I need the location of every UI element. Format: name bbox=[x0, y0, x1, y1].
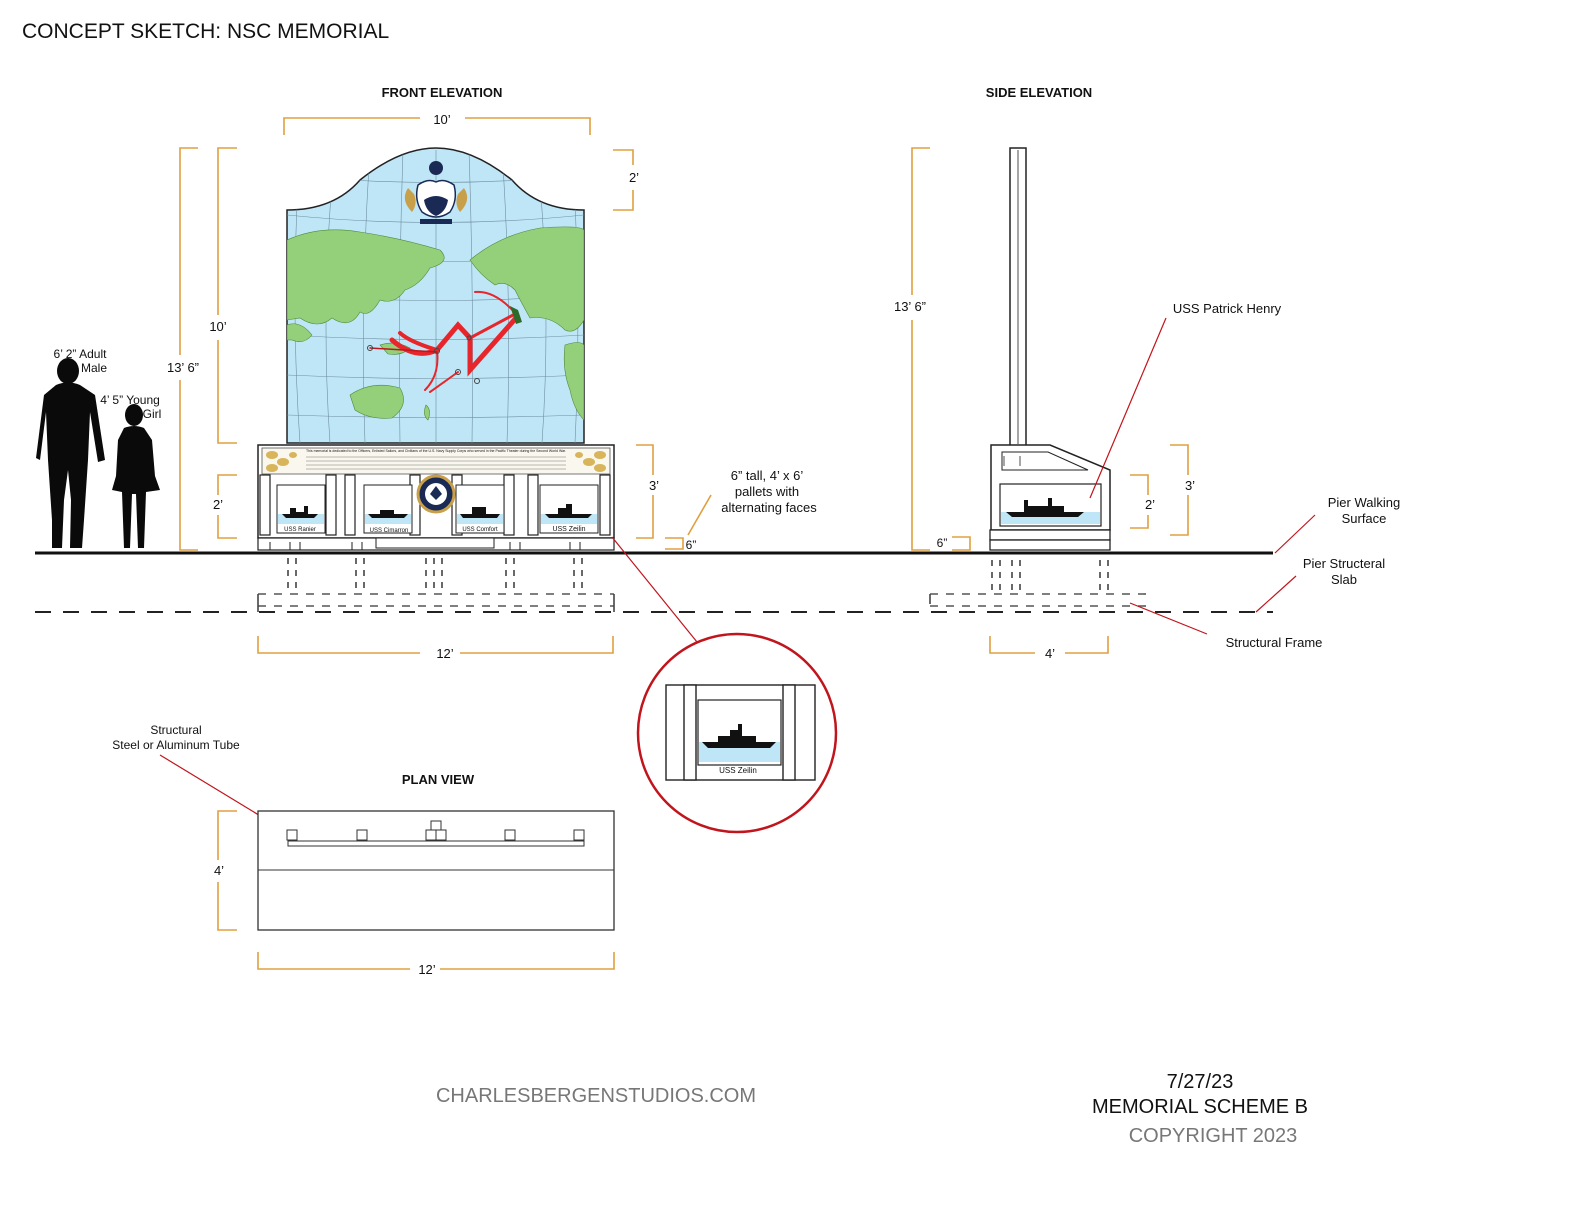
front-base-3-label: 3’ bbox=[649, 478, 659, 493]
girl-silhouette bbox=[112, 404, 160, 548]
pier-slab-leader bbox=[1255, 575, 1297, 613]
ship-panel-comfort: USS Comfort bbox=[455, 484, 505, 534]
front-structural-frame bbox=[257, 558, 615, 612]
plan-width-label: 12’ bbox=[418, 962, 435, 977]
front-height-total-label: 13’ 6” bbox=[167, 360, 199, 375]
front-elevation-heading: FRONT ELEVATION bbox=[382, 85, 503, 100]
side-height-label: 13’ 6” bbox=[894, 299, 926, 314]
gold-ornament-left-icon bbox=[266, 451, 297, 472]
pier-surface-line2: Surface bbox=[1342, 511, 1387, 526]
ship-panel-ranier: USS Ranier bbox=[276, 484, 326, 534]
front-crest-label: 2’ bbox=[629, 170, 639, 185]
side-width-label: 4’ bbox=[1045, 646, 1055, 661]
tube-note-line1: Structural bbox=[150, 723, 201, 737]
side-monument bbox=[989, 147, 1111, 551]
pallet-note-leader bbox=[687, 494, 712, 536]
front-monument: This memorial is dedicated to the Office… bbox=[257, 147, 615, 551]
footer-site: CHARLESBERGENSTUDIOS.COM bbox=[436, 1085, 756, 1107]
side-3-label: 3’ bbox=[1185, 478, 1195, 493]
pier-surface-line1: Pier Walking bbox=[1328, 495, 1400, 510]
navy-crest-icon bbox=[404, 161, 468, 224]
footer-scheme: MEMORIAL SCHEME B bbox=[1092, 1096, 1308, 1118]
adult-label-line2: Male bbox=[81, 361, 107, 375]
girl-label-line2: Girl bbox=[143, 407, 162, 421]
footer-copyright: COPYRIGHT 2023 bbox=[1129, 1125, 1298, 1147]
pier-slab-line1: Pier Structeral bbox=[1303, 556, 1385, 571]
side-elevation-heading: SIDE ELEVATION bbox=[986, 85, 1092, 100]
plan-depth-label: 4’ bbox=[214, 863, 224, 878]
pier-surface-leader bbox=[1274, 514, 1316, 554]
front-dimension-lines bbox=[179, 117, 684, 654]
navy-seal-icon bbox=[416, 474, 456, 514]
detail-callout-leader bbox=[611, 536, 698, 643]
plan-footprint bbox=[257, 810, 615, 931]
ship-label-comfort: USS Comfort bbox=[462, 527, 498, 533]
ship-panel-cimarron: USS Cimarron bbox=[363, 484, 413, 534]
plan-dimension-lines bbox=[217, 810, 615, 970]
pallet-note-line3: alternating faces bbox=[721, 500, 817, 515]
ship-panel-zeilin: USS Zeilin bbox=[539, 484, 599, 534]
ship-callout-label: USS Patrick Henry bbox=[1173, 301, 1282, 316]
zeilin-detail-callout: USS Zeilin bbox=[636, 632, 838, 834]
ship-label-cimarron: USS Cimarron bbox=[370, 528, 409, 534]
structural-frame-label: Structural Frame bbox=[1226, 635, 1323, 650]
front-width-top-label: 10’ bbox=[433, 112, 450, 127]
front-width-bottom-label: 12’ bbox=[436, 646, 453, 661]
ship-label-ranier: USS Ranier bbox=[284, 527, 316, 533]
pier-slab-line2: Slab bbox=[1331, 572, 1357, 587]
front-height-inner-label: 10’ bbox=[209, 319, 226, 334]
pallet-note-line1: 6” tall, 4’ x 6’ bbox=[731, 468, 804, 483]
gold-ornament-right-icon bbox=[575, 451, 606, 472]
girl-label-line1: 4’ 5” Young bbox=[100, 393, 160, 407]
side-2-label: 2’ bbox=[1145, 497, 1155, 512]
ship-label-zeilin: USS Zeilin bbox=[552, 526, 585, 533]
sheet-title: CONCEPT SKETCH: NSC MEMORIAL bbox=[22, 20, 389, 43]
pallet-note-line2: pallets with bbox=[735, 484, 799, 499]
plan-view-heading: PLAN VIEW bbox=[402, 772, 475, 787]
structural-frame-leader bbox=[1129, 602, 1208, 635]
dedication-text: This memorial is dedicated to the Office… bbox=[306, 449, 566, 453]
side-structural-frame bbox=[929, 560, 1150, 607]
tube-note-line2: Steel or Aluminum Tube bbox=[112, 738, 240, 752]
adult-label-line1: 6’ 2” Adult bbox=[54, 347, 108, 361]
adult-silhouette bbox=[36, 358, 105, 548]
detail-ship-label: USS Zeilin bbox=[719, 766, 757, 775]
side-dimension-lines bbox=[911, 147, 1189, 654]
ship-callout-leader bbox=[1089, 317, 1167, 499]
front-base-2-label: 2’ bbox=[213, 497, 223, 512]
map-panel bbox=[286, 147, 585, 444]
footer-date: 7/27/23 bbox=[1167, 1071, 1234, 1093]
side-6-label: 6” bbox=[937, 536, 948, 550]
front-pallet-label: 6” bbox=[686, 538, 697, 552]
